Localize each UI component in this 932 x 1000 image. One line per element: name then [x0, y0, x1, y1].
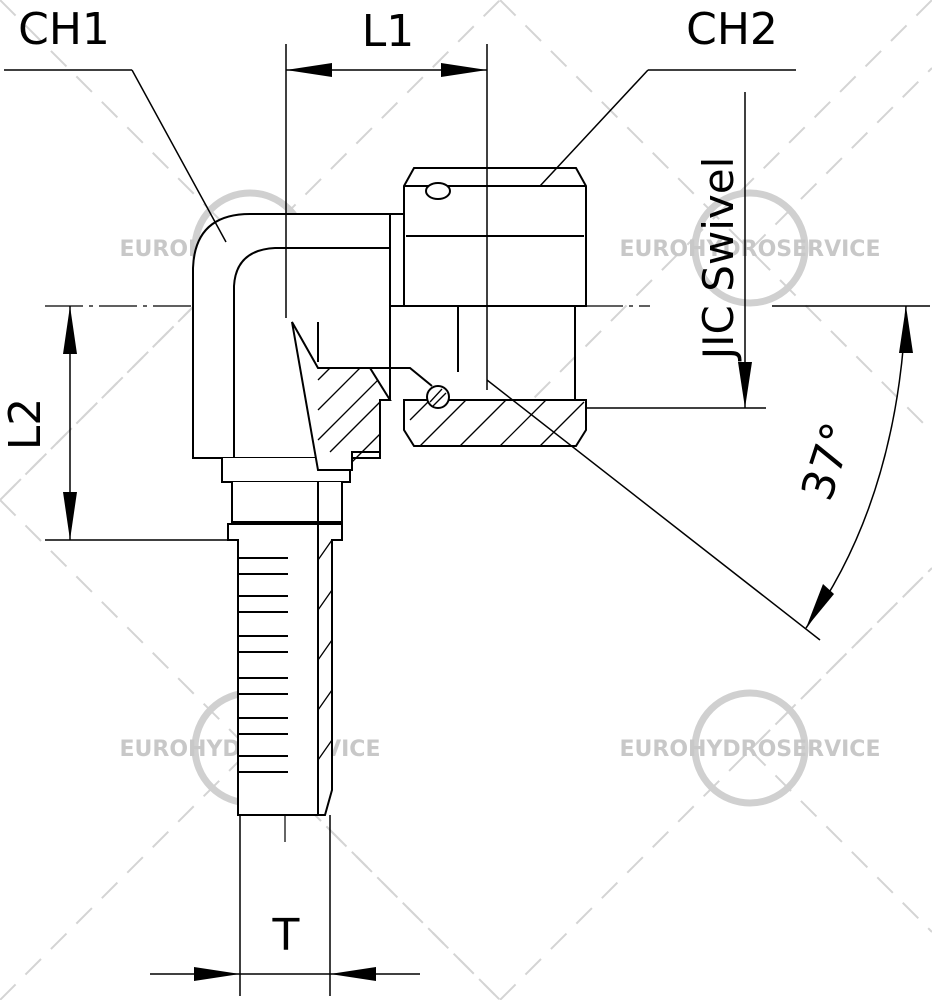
elbow-hatching [317, 367, 381, 463]
nut-section [403, 399, 587, 447]
ch1-label: CH1 [18, 4, 110, 55]
hose-tail [227, 482, 343, 816]
l1-arrow-left [286, 63, 332, 77]
thread-label: JIC Swivel [694, 157, 743, 363]
o-ring-hatch [429, 388, 447, 407]
l2-arrow-bottom [63, 492, 77, 540]
hose-section-hatch [317, 482, 333, 815]
nut-crimp-mark [425, 182, 451, 200]
thread-arrow [738, 362, 752, 408]
angle-label: 37° [792, 417, 865, 507]
thread-callout: JIC Swivel [586, 92, 766, 409]
ferrule-neck [231, 482, 343, 523]
dimension-l2: L2 [0, 306, 230, 541]
ch2-label: CH2 [686, 4, 778, 55]
watermark-logo-2: EUROHYDROSERVICE [620, 189, 881, 307]
watermark-text-4: EUROHYDROSERVICE [620, 737, 881, 762]
l1-label: L1 [362, 6, 415, 57]
angle-cone-line [486, 379, 821, 641]
o-ring [426, 385, 450, 409]
dimension-t: T [150, 815, 420, 996]
l2-label: L2 [0, 398, 51, 451]
elbow-inner-bend [233, 247, 390, 458]
angle-arrow-bottom [806, 584, 834, 628]
elbow-body [192, 213, 392, 523]
leader-ch2: CH2 [539, 4, 796, 187]
t-arrow-right [330, 967, 376, 981]
l1-arrow-right [441, 63, 487, 77]
watermark-logo-4: EUROHYDROSERVICE [620, 689, 881, 807]
swivel-nut [370, 167, 587, 447]
angle-arrow-top [899, 306, 913, 353]
dimension-l1: L1 [285, 6, 488, 390]
elbow-section [291, 321, 392, 471]
t-arrow-left [194, 967, 240, 981]
watermark-text-2: EUROHYDROSERVICE [620, 237, 881, 262]
l2-arrow-top [63, 306, 77, 354]
nut-stem [389, 213, 405, 307]
hose-barbs [238, 557, 288, 773]
t-label: T [272, 910, 300, 961]
nut-hatching [409, 399, 585, 447]
leader-ch1: CH1 [4, 4, 227, 243]
